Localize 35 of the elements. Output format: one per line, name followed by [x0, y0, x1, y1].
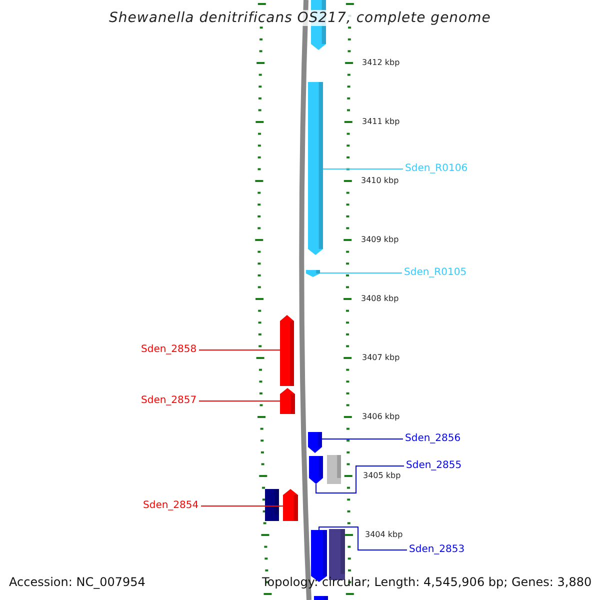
gene-bar	[308, 432, 322, 453]
leader-line	[316, 466, 404, 494]
scale-label: 3408 kbp	[361, 294, 399, 304]
gene-bar	[309, 456, 323, 484]
footer-text: Topology: circular; Length: 4,545,906 bp; Genes: 3,880	[262, 575, 592, 589]
scale-label: 3406 kbp	[362, 412, 400, 422]
gene-label: Sden_2855	[406, 460, 462, 472]
scale-label: 3410 kbp	[361, 176, 399, 186]
gene-bar	[280, 388, 295, 414]
gene-bar	[280, 315, 294, 386]
gene-label: Sden_R0105	[404, 267, 467, 279]
gene-label: Sden_2858	[141, 344, 197, 356]
gene-bar	[306, 270, 320, 277]
leader-line	[322, 438, 404, 440]
gene-label: Sden_R0106	[405, 163, 468, 175]
gene-label: Sden_2853	[409, 544, 465, 556]
leader-line	[318, 526, 408, 550]
scale-label: 3404 kbp	[365, 530, 403, 540]
gene-label: Sden_2856	[405, 433, 461, 445]
gene-bar	[308, 82, 323, 255]
leader-line	[198, 400, 280, 402]
gene-label: Sden_2854	[143, 500, 199, 512]
title: Shewanella denitrificans OS217, complete genome	[109, 10, 491, 26]
scale-label: 3407 kbp	[362, 353, 400, 363]
footer-text: Accession: NC_007954	[9, 575, 146, 589]
gene-label: Sden_2857	[141, 395, 197, 407]
gene-bar	[265, 489, 279, 521]
leader-line	[322, 168, 404, 170]
leader-line	[320, 272, 402, 274]
gene-bar	[283, 489, 298, 521]
scale-label: 3409 kbp	[361, 235, 399, 245]
scale-label: 3405 kbp	[363, 471, 401, 481]
scale-label: 3412 kbp	[362, 58, 400, 68]
scale-label: 3411 kbp	[362, 117, 400, 127]
gene-bar	[327, 455, 341, 484]
